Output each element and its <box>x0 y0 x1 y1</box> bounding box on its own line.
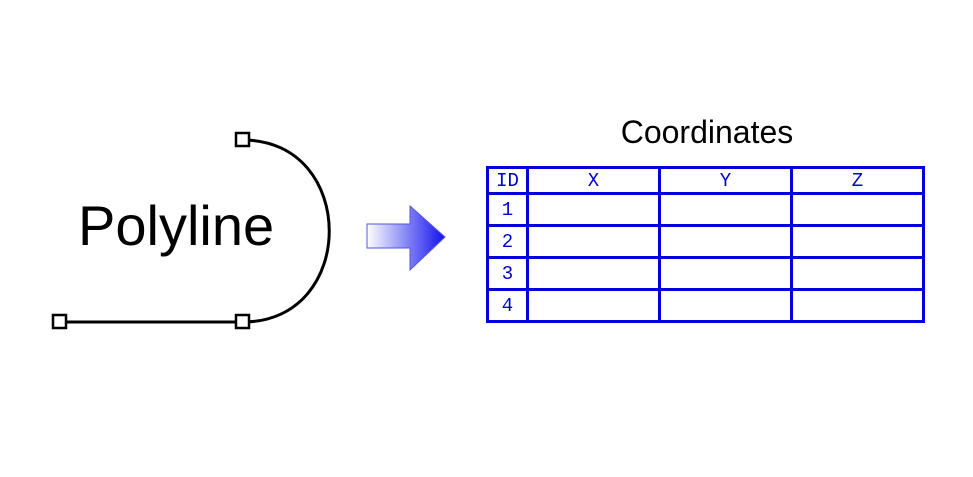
y-cell <box>658 288 793 323</box>
arrow-right-icon <box>366 204 446 272</box>
header-id: ID <box>486 166 529 195</box>
row-id-cell: 1 <box>486 192 529 227</box>
table-row: 2 <box>486 224 925 259</box>
y-cell <box>658 256 793 291</box>
x-cell <box>526 256 661 291</box>
header-y: Y <box>658 166 793 195</box>
header-x: X <box>526 166 661 195</box>
row-id-cell: 2 <box>486 224 529 259</box>
polyline-shape <box>51 131 331 330</box>
x-cell <box>526 288 661 323</box>
table-header-row: ID X Y Z <box>486 166 925 195</box>
table-title: Coordinates <box>620 114 794 150</box>
polyline-vertex-1 <box>51 313 68 330</box>
header-z: Z <box>790 166 925 195</box>
polyline-vertex-2 <box>234 313 251 330</box>
table-row: 4 <box>486 288 925 323</box>
x-cell <box>526 224 661 259</box>
y-cell <box>658 192 793 227</box>
table-row: 1 <box>486 192 925 227</box>
x-cell <box>526 192 661 227</box>
polyline-label: Polyline <box>78 194 275 257</box>
y-cell <box>658 224 793 259</box>
polyline-path <box>60 138 331 324</box>
row-id-cell: 4 <box>486 288 529 323</box>
coordinates-table: ID X Y Z 1 2 3 4 <box>486 166 925 323</box>
z-cell <box>790 192 925 227</box>
table-row: 3 <box>486 256 925 291</box>
z-cell <box>790 224 925 259</box>
z-cell <box>790 256 925 291</box>
polyline-vertex-3 <box>234 131 251 148</box>
row-id-cell: 3 <box>486 256 529 291</box>
z-cell <box>790 288 925 323</box>
